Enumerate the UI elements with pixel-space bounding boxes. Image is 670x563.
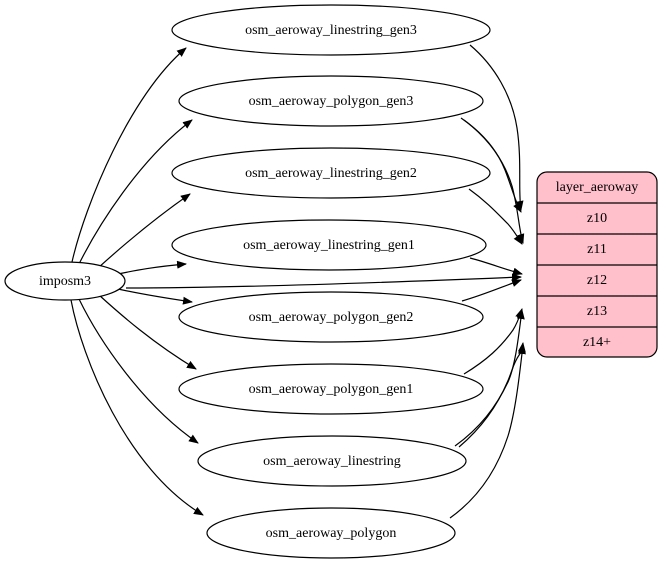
node-label: osm_aeroway_linestring_gen3 — [245, 23, 417, 38]
table-row-z13[interactable]: z13 — [587, 304, 607, 319]
node-osm_aeroway_linestring_gen2[interactable]: osm_aeroway_linestring_gen2 — [171, 147, 491, 199]
edge-linestring-gen1-to-z12 — [469, 257, 523, 276]
imposm3-ellipse[interactable] — [4, 261, 126, 301]
node-ellipse[interactable] — [171, 147, 491, 199]
node-ellipse[interactable] — [206, 507, 456, 559]
edge-polygon-gen3-to-z11 — [463, 119, 525, 244]
table-row-z12[interactable]: z12 — [587, 273, 607, 288]
node-ellipse[interactable] — [178, 75, 484, 127]
edges-to-layer-table — [125, 44, 526, 519]
table-row-z10[interactable]: z10 — [587, 211, 607, 226]
table-row-z11[interactable]: z11 — [587, 242, 607, 257]
node-osm_aeroway_polygon[interactable]: osm_aeroway_polygon — [206, 507, 456, 559]
node-osm_aeroway_polygon_gen2[interactable]: osm_aeroway_polygon_gen2 — [178, 291, 484, 343]
edge-imposm3-to-polygon — [70, 299, 204, 516]
node-label: osm_aeroway_linestring_gen1 — [243, 238, 415, 253]
edge-polygon-to-z14 — [449, 344, 526, 519]
node-ellipse[interactable] — [178, 291, 484, 343]
edge-polygon-gen2-to-z12 — [125, 273, 522, 289]
node-ellipse[interactable] — [171, 219, 487, 271]
edge-imposm3-to-polygon-gen1 — [98, 294, 197, 370]
edge-linestring-gen3-to-z10 — [469, 44, 524, 211]
node-imposm3[interactable]: imposm3 — [4, 261, 126, 301]
node-label: osm_aeroway_polygon_gen3 — [249, 94, 414, 109]
node-ellipse[interactable] — [197, 435, 467, 487]
node-osm_aeroway_linestring_gen3[interactable]: osm_aeroway_linestring_gen3 — [171, 4, 491, 56]
node-osm_aeroway_linestring_gen1[interactable]: osm_aeroway_linestring_gen1 — [171, 219, 487, 271]
node-ellipse[interactable] — [171, 4, 491, 56]
edge-imposm3-to-polygon-gen3 — [78, 119, 193, 265]
node-label: osm_aeroway_polygon_gen2 — [249, 310, 414, 325]
node-osm_aeroway_polygon_gen1[interactable]: osm_aeroway_polygon_gen1 — [178, 363, 484, 415]
node-label: osm_aeroway_linestring — [263, 454, 401, 469]
imposm3-label: imposm3 — [39, 274, 91, 289]
table-row-layer-aeroway[interactable]: layer_aeroway — [556, 180, 638, 195]
node-label: osm_aeroway_polygon_gen1 — [249, 382, 414, 397]
edge-imposm3-to-linestring — [78, 298, 199, 444]
node-label: osm_aeroway_polygon — [266, 526, 397, 541]
node-ellipse[interactable] — [178, 363, 484, 415]
node-label: osm_aeroway_linestring_gen2 — [245, 166, 417, 181]
node-osm_aeroway_linestring[interactable]: osm_aeroway_linestring — [197, 435, 467, 487]
table-row-z14plus[interactable]: z14+ — [583, 335, 611, 350]
node-osm_aeroway_polygon_gen3[interactable]: osm_aeroway_polygon_gen3 — [178, 75, 484, 127]
edge-imposm3-to-linestring-gen2 — [97, 193, 191, 269]
edge-polygon-gen2-curve-to-z12 — [461, 279, 522, 302]
edge-imposm3-to-polygon-gen2 — [117, 288, 193, 305]
node-layer-aeroway-table[interactable]: layer_aeroway z10 z11 z12 z13 z14+ — [536, 171, 658, 358]
edge-imposm3-to-linestring-gen1 — [117, 260, 187, 275]
edges-from-source — [70, 47, 204, 516]
edge-imposm3-to-linestring-gen3 — [71, 47, 187, 263]
